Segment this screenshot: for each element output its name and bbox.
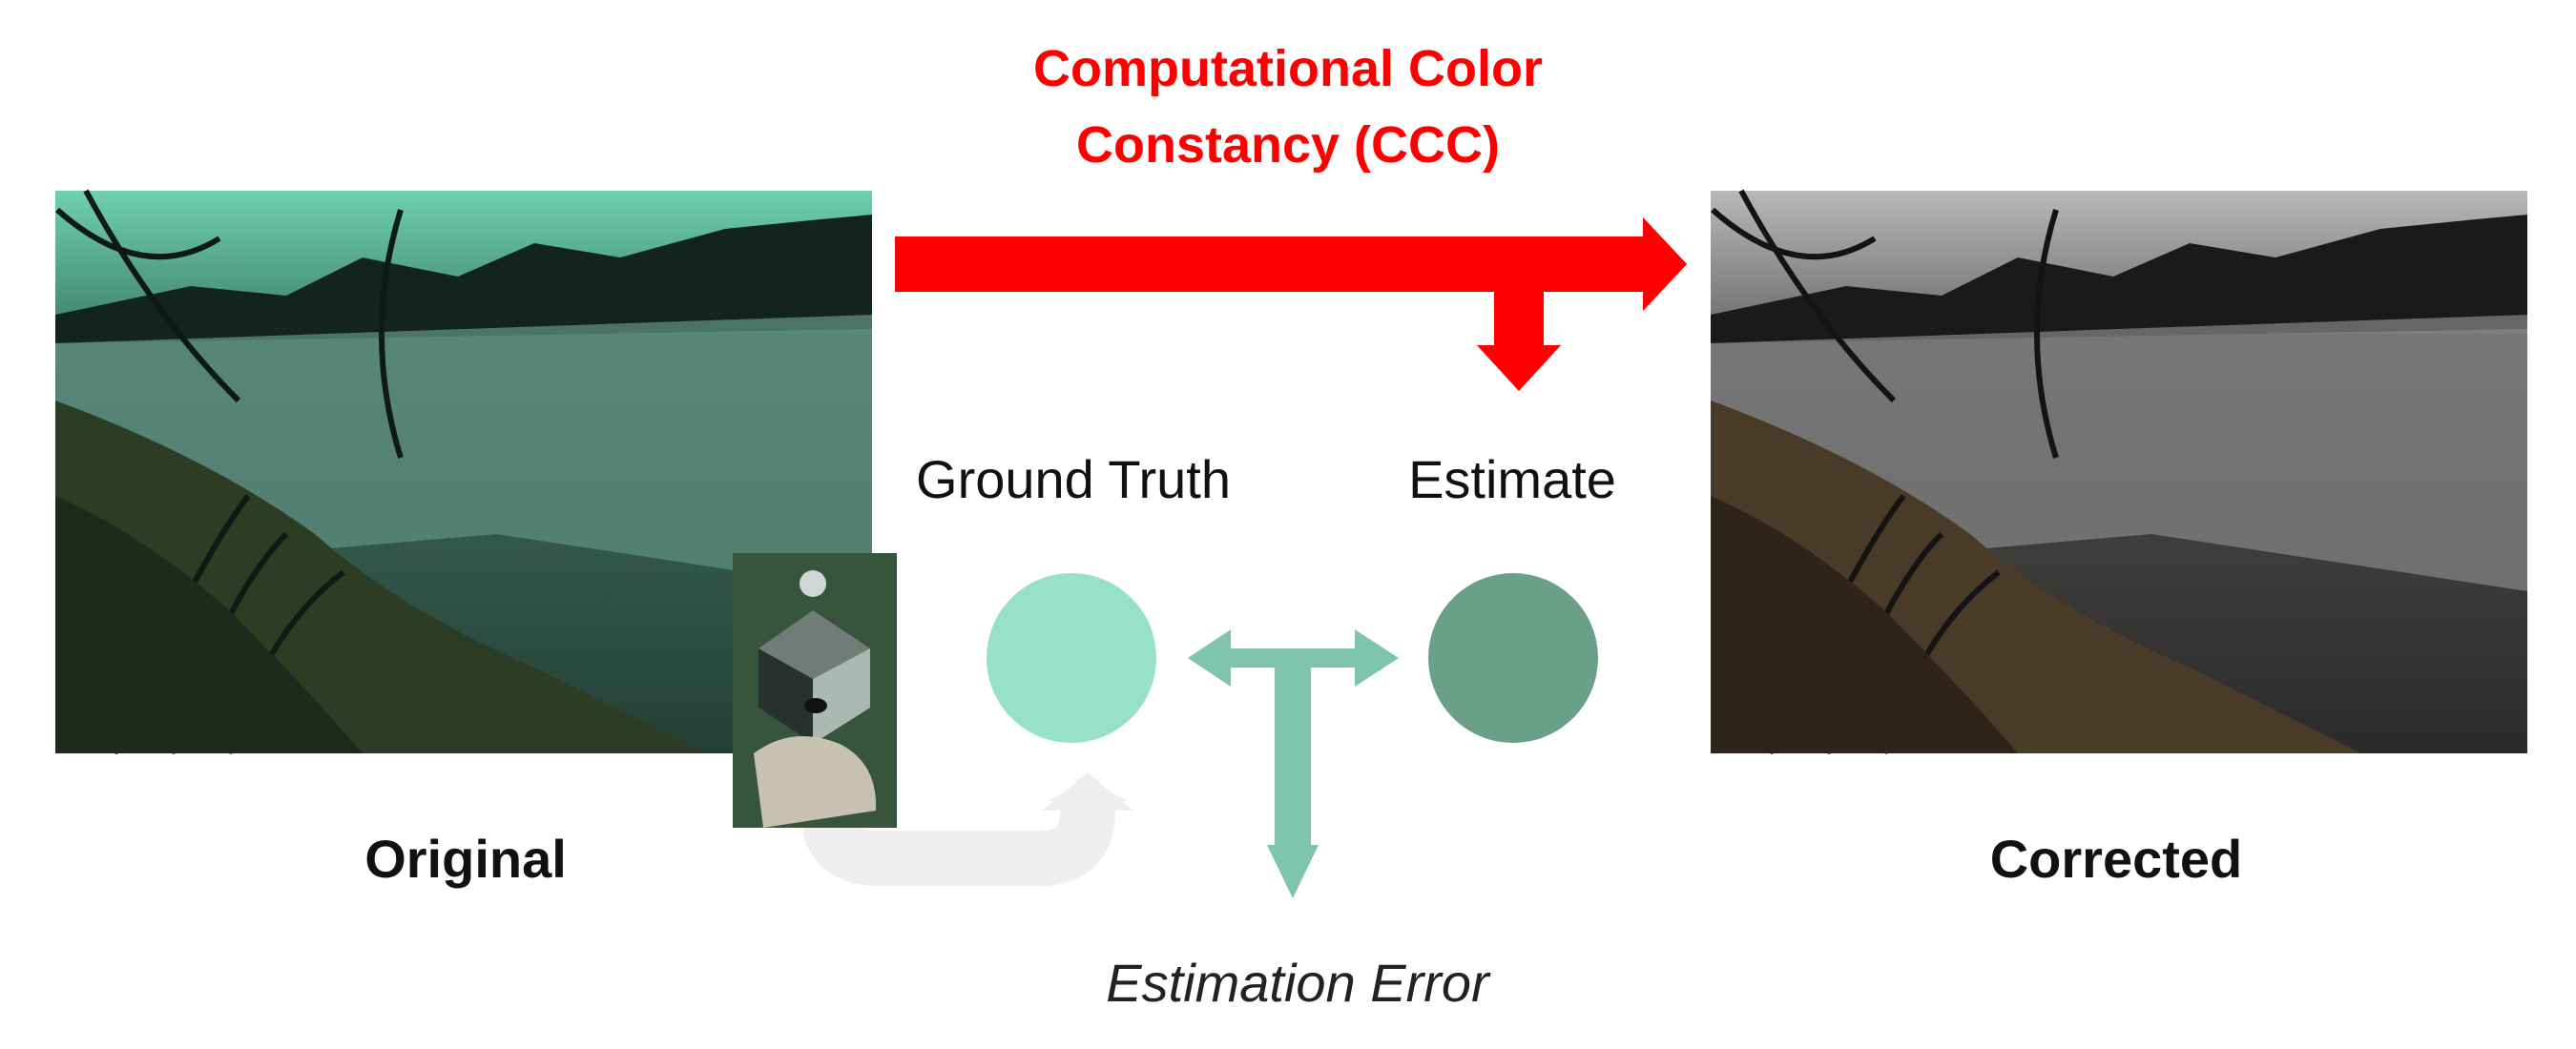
estimate-swatch bbox=[1428, 573, 1598, 743]
flow-arrow bbox=[800, 744, 1133, 886]
estimation-error-arrow bbox=[1188, 629, 1399, 898]
ccc-arrow bbox=[895, 217, 1687, 391]
estimation-error-label: Estimation Error bbox=[1106, 953, 1489, 1013]
page-title: Computational Color Constancy (CCC) bbox=[1033, 40, 1543, 174]
corrected-label: Corrected bbox=[1989, 829, 2243, 889]
ground-truth-swatch bbox=[987, 573, 1156, 743]
original-photo bbox=[55, 189, 872, 755]
corrected-photo bbox=[1711, 189, 2527, 755]
ground-truth-label: Ground Truth bbox=[916, 449, 1231, 509]
calibration-target-photo bbox=[733, 553, 897, 828]
estimate-label: Estimate bbox=[1408, 449, 1616, 509]
original-label: Original bbox=[364, 829, 567, 889]
